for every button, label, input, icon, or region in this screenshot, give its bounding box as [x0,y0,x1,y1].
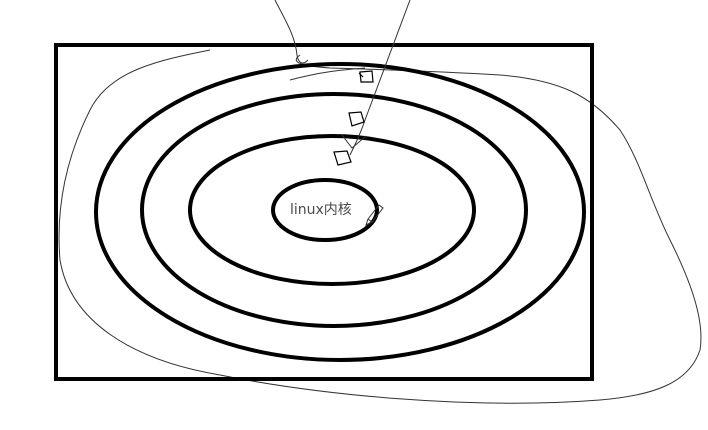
sketch-box-1 [358,70,374,83]
freehand-arrow-head [341,134,367,149]
freehand-arrow-line-1 [349,0,411,156]
core-ellipse [271,178,379,242]
sketch-box-2 [348,111,365,127]
core-label: linux内核 [290,202,352,218]
outer-frame-rect [54,43,594,381]
ring-third [188,134,476,286]
freehand-outline-loop [58,49,702,404]
ring-outer [94,62,586,362]
freehand-arrow-line-2 [274,0,309,64]
sketch-box-3 [333,150,352,166]
pencil-icon [365,204,384,226]
ring-second [140,92,528,328]
freehand-stroke-top [289,67,366,81]
